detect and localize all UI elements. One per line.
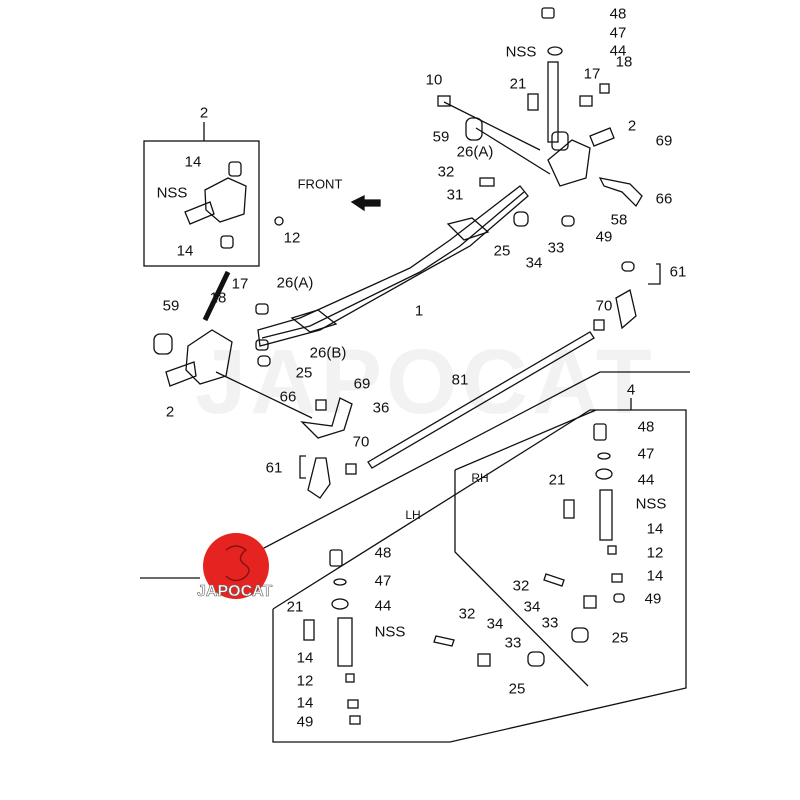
callout-rh: 49 xyxy=(644,590,662,608)
callout-inset: 14 xyxy=(176,242,194,260)
callout-top: 34 xyxy=(525,254,543,272)
callout-lh: 14 xyxy=(296,694,314,712)
callout-top: 21 xyxy=(509,75,527,93)
callout-inset: NSS xyxy=(156,184,188,202)
callout-left: 1 xyxy=(414,302,424,320)
callout-rh: 32 xyxy=(512,577,530,595)
callout-inset: 14 xyxy=(184,153,202,171)
callout-left: 69 xyxy=(353,375,371,393)
inset-box xyxy=(143,140,260,267)
callout-top: 44 xyxy=(609,42,627,60)
callout-top: 25 xyxy=(493,242,511,260)
detail-panel-outline xyxy=(140,371,690,743)
callout-rh: 44 xyxy=(637,471,655,489)
callout-top: 10 xyxy=(425,71,443,89)
callout-left: 26(A) xyxy=(276,274,314,292)
lh-parts xyxy=(303,549,545,725)
callout-rh: 34 xyxy=(523,598,541,616)
callout-top: 33 xyxy=(547,239,565,257)
watermark: JAPOCAT xyxy=(195,331,656,433)
callout-rh: NSS xyxy=(635,495,667,513)
callout-rh: 48 xyxy=(637,418,655,436)
callout-left: 81 xyxy=(451,371,469,389)
callout-inset: 12 xyxy=(283,229,301,247)
logo-text: JAPOCAT xyxy=(197,583,273,601)
tie-rod xyxy=(367,331,595,469)
rh-parts xyxy=(543,423,625,643)
callout-left: 70 xyxy=(352,433,370,451)
callout-lh: 12 xyxy=(296,672,314,690)
rh-label: RH xyxy=(471,471,489,485)
callout-lh: 14 xyxy=(296,649,314,667)
callout-rh: 14 xyxy=(646,567,664,585)
callout-top: 26(A) xyxy=(456,143,494,161)
callout-top: 2 xyxy=(627,117,637,135)
knuckle-inset xyxy=(184,161,284,249)
callout-top: 48 xyxy=(609,5,627,23)
callout-left: 18 xyxy=(209,289,227,307)
callout-top: 32 xyxy=(437,163,455,181)
callout-rh: 21 xyxy=(548,471,566,489)
callout-lh: 48 xyxy=(374,544,392,562)
callout-top: 69 xyxy=(655,132,673,150)
callout-top: 18 xyxy=(615,53,633,71)
callout-inset: 2 xyxy=(199,104,209,122)
axle-beam xyxy=(257,185,529,347)
callout-left: 36 xyxy=(372,399,390,417)
callout-lh: 32 xyxy=(458,605,476,623)
callout-lh: 47 xyxy=(374,572,392,590)
callout-top: 61 xyxy=(669,263,687,281)
callout-lh: 34 xyxy=(486,615,504,633)
callout-left: 2 xyxy=(165,403,175,421)
callout-lh: 33 xyxy=(504,634,522,652)
callout-rh: 12 xyxy=(646,544,664,562)
callout-top: 70 xyxy=(595,297,613,315)
callout-left: 25 xyxy=(295,364,313,382)
callout-rh: 47 xyxy=(637,445,655,463)
callout-lh: 49 xyxy=(296,713,314,731)
knuckle-left xyxy=(153,303,357,499)
callout-rh: 25 xyxy=(611,629,629,647)
knuckle-right xyxy=(437,7,643,331)
lh-label: LH xyxy=(405,508,421,522)
callout-lh: 44 xyxy=(374,597,392,615)
front-arrow-icon xyxy=(350,194,381,212)
callout-rh: 33 xyxy=(541,614,559,632)
callout-lh: NSS xyxy=(374,623,406,641)
callout-top: 17 xyxy=(583,65,601,83)
callout-left: 66 xyxy=(279,388,297,406)
callout-top: 47 xyxy=(609,24,627,42)
callout-left: 17 xyxy=(231,275,249,293)
callout-top: 31 xyxy=(446,186,464,204)
callout-lh: 25 xyxy=(508,680,526,698)
callout-top: 58 xyxy=(610,211,628,229)
callout-rh: 14 xyxy=(646,520,664,538)
callout-left: 26(B) xyxy=(309,344,347,362)
japocat-logo xyxy=(203,533,269,599)
callout-top: NSS xyxy=(505,43,537,61)
callout-left: 59 xyxy=(162,297,180,315)
callout-top: 59 xyxy=(432,128,450,146)
callout-top: 49 xyxy=(595,228,613,246)
callout-lh: 21 xyxy=(286,598,304,616)
callout-left: 61 xyxy=(265,459,283,477)
front-label: FRONT xyxy=(297,176,343,192)
callout-left: 4 xyxy=(626,381,636,399)
callout-top: 66 xyxy=(655,190,673,208)
